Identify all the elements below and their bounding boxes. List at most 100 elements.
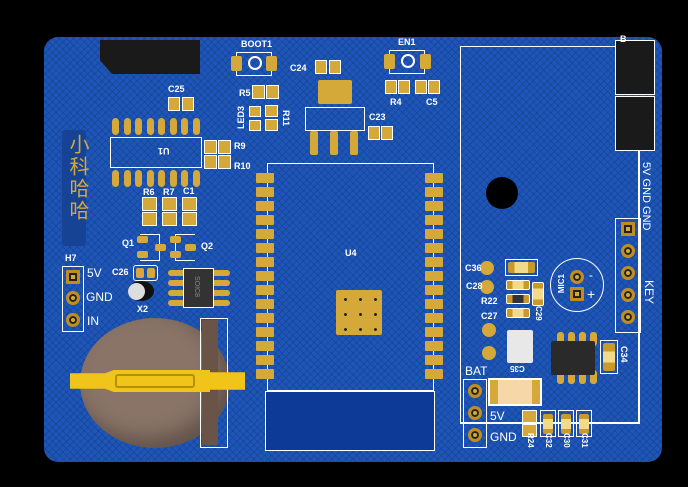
module-pad <box>425 215 443 225</box>
pad <box>218 155 231 169</box>
pad <box>170 236 181 243</box>
bat-header[interactable] <box>463 379 487 448</box>
connector-top-right-1[interactable] <box>615 40 655 95</box>
chip-lead <box>568 332 575 346</box>
pad <box>192 170 200 187</box>
pad <box>142 197 157 211</box>
label-x2: X2 <box>137 304 149 314</box>
cap-outline <box>576 410 592 437</box>
chip-lead <box>590 370 597 384</box>
pad <box>182 97 194 111</box>
pad <box>381 126 393 140</box>
label-c5: C5 <box>426 97 438 107</box>
label-c36: C36 <box>465 263 482 273</box>
capacitor <box>506 308 530 318</box>
thermal-pad <box>336 290 382 335</box>
label-led3: LED3 <box>236 106 246 130</box>
logo <box>62 130 86 246</box>
pad <box>112 118 119 135</box>
label-r11: R11 <box>281 110 291 127</box>
pin <box>66 313 80 327</box>
label-r9: R9 <box>234 141 246 151</box>
label-h7: H7 <box>65 253 77 263</box>
module-pad <box>256 173 274 183</box>
pad <box>315 60 327 74</box>
pad <box>310 131 318 155</box>
label-q2: Q2 <box>201 241 214 251</box>
pad <box>137 251 148 258</box>
bat-pin-5v: 5V <box>490 409 505 423</box>
chip-lead <box>579 332 586 346</box>
pad <box>384 54 395 69</box>
label-boot1: BOOT1 <box>241 39 273 49</box>
label-top-right: B <box>620 34 627 44</box>
module-pad <box>256 369 274 379</box>
pad <box>162 212 177 226</box>
regulator-outline <box>305 107 365 131</box>
pin <box>66 270 80 284</box>
label-c35: C35 <box>510 364 525 373</box>
pad <box>265 119 278 131</box>
label-bat: BAT <box>465 364 488 378</box>
chip-lead <box>557 332 564 346</box>
connector-top-right-2[interactable] <box>615 96 655 151</box>
label-key: KEY <box>642 280 656 305</box>
pad <box>123 170 131 187</box>
amplifier-chip <box>551 341 595 375</box>
pad <box>181 118 188 135</box>
u4-outline <box>267 163 434 391</box>
label-r24: R24 <box>526 433 535 448</box>
u1-outline <box>110 137 202 168</box>
pad <box>146 170 154 187</box>
capacitor <box>603 343 615 371</box>
label-mic1: MIC1 <box>557 274 566 294</box>
logo-text: 小科哈哈 <box>66 134 90 222</box>
pad <box>249 120 261 131</box>
pad <box>182 197 197 211</box>
pin <box>468 384 482 398</box>
module-pad <box>425 271 443 281</box>
module-pad <box>256 341 274 351</box>
mic-sensor-c35 <box>507 330 533 363</box>
label-c30: C30 <box>562 433 571 448</box>
clip-detail <box>115 374 195 388</box>
pad <box>147 268 155 278</box>
label-c28: C28 <box>466 281 483 291</box>
label-r6: R6 <box>143 187 155 197</box>
capacitor <box>506 280 530 290</box>
pad <box>182 212 197 226</box>
pad <box>204 140 217 154</box>
key-header[interactable] <box>615 218 641 333</box>
mic-pin <box>570 270 584 284</box>
key-pin <box>621 288 635 302</box>
label-q1: Q1 <box>122 238 135 248</box>
pad <box>522 424 537 437</box>
pad <box>155 244 166 251</box>
pad <box>169 170 177 187</box>
h7-pin-gnd: GND <box>86 290 113 304</box>
module-pad <box>256 355 274 365</box>
mounting-hole <box>486 177 518 209</box>
cap-outline <box>558 410 574 437</box>
module-pad <box>256 243 274 253</box>
pin <box>66 291 80 305</box>
pad <box>158 170 165 187</box>
pad <box>204 155 217 169</box>
pad <box>252 85 265 99</box>
capacitor <box>543 414 553 434</box>
h7-header[interactable] <box>62 266 84 332</box>
pad <box>350 131 358 155</box>
pad <box>482 346 496 360</box>
pad <box>522 410 537 423</box>
label-r22: R22 <box>481 296 498 306</box>
h7-pin-5v: 5V <box>87 266 102 280</box>
mic-minus: - <box>589 268 593 282</box>
module-pad <box>425 341 443 351</box>
button-circle <box>401 54 415 68</box>
q2-outline <box>175 234 195 261</box>
label-c34: C34 <box>619 346 629 363</box>
module-pad <box>256 299 274 309</box>
pad <box>249 106 261 117</box>
mic-plus: + <box>587 286 596 302</box>
pad <box>136 268 144 278</box>
